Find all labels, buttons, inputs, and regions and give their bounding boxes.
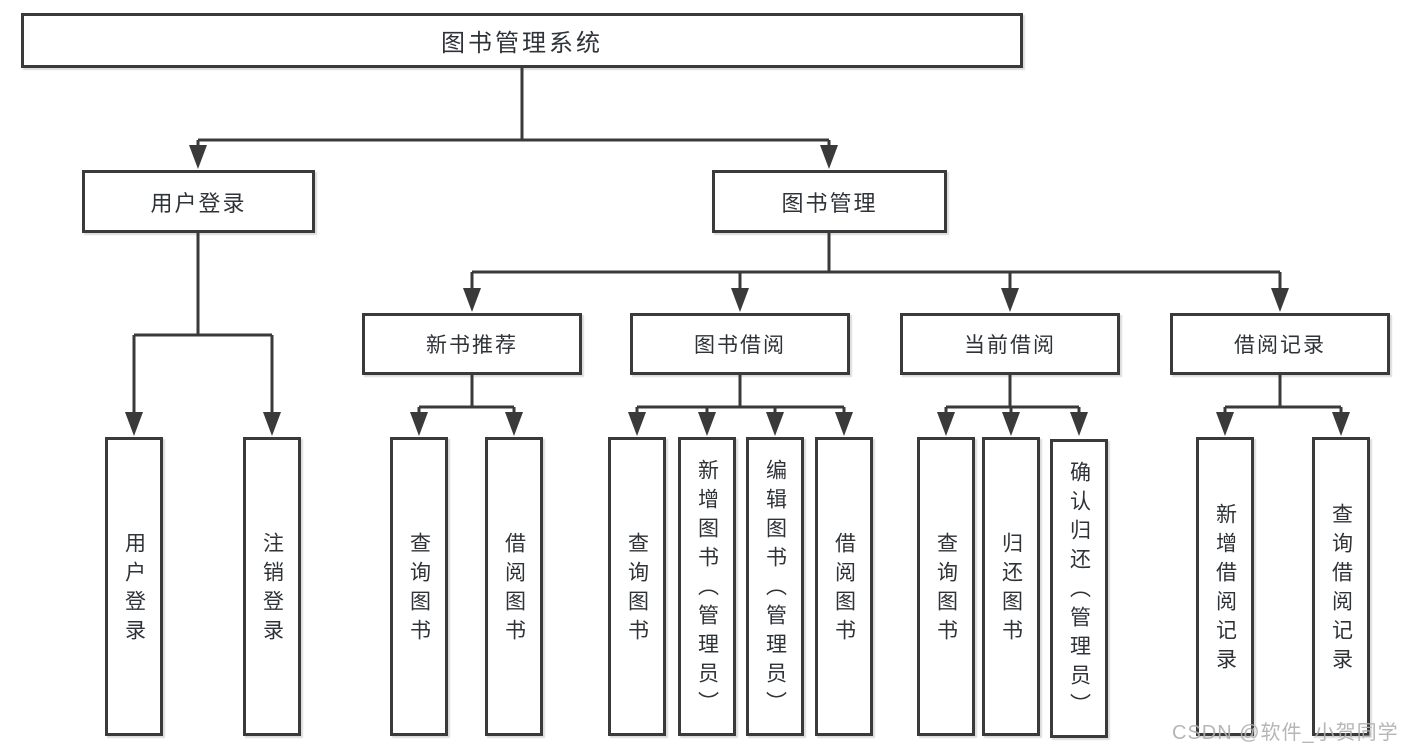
node-book-borrow: 图书借阅 <box>630 313 850 375</box>
edge-mgmt-to-level3 <box>470 233 1282 294</box>
edge-recommend-to-leaves <box>417 375 516 418</box>
node-current-borrow: 当前借阅 <box>900 313 1120 375</box>
leaf-confirm-return-admin: 确认归还（管理员） <box>1050 439 1108 738</box>
edge-login-to-leaves <box>132 233 274 418</box>
leaf-recommend-borrow-book: 借阅图书 <box>485 437 543 736</box>
leaf-return-book: 归还图书 <box>982 437 1040 736</box>
arrowheads <box>125 145 1350 436</box>
csdn-watermark: CSDN @软件_小贺同学 <box>1172 722 1399 744</box>
edge-borrow-to-leaves <box>635 375 846 418</box>
leaf-edit-book-admin: 编辑图书（管理员） <box>746 437 804 736</box>
leaf-query-borrow-record: 查询借阅记录 <box>1312 437 1370 736</box>
node-user-login: 用户登录 <box>82 170 315 233</box>
edge-records-to-leaves <box>1223 375 1343 418</box>
leaf-logout: 注销登录 <box>243 437 301 736</box>
edge-current-to-leaves <box>944 375 1081 418</box>
leaf-recommend-query-book: 查询图书 <box>390 437 448 736</box>
leaf-user-login: 用户登录 <box>105 437 163 736</box>
leaf-borrow-book: 借阅图书 <box>815 437 873 736</box>
node-new-book-recommend: 新书推荐 <box>362 313 582 375</box>
node-root-system: 图书管理系统 <box>21 13 1023 68</box>
node-book-management: 图书管理 <box>712 170 947 233</box>
node-borrow-records: 借阅记录 <box>1170 313 1390 375</box>
leaf-add-book-admin: 新增图书（管理员） <box>678 437 736 736</box>
edge-root-to-level2 <box>196 68 831 150</box>
leaf-current-query-book: 查询图书 <box>917 437 975 736</box>
leaf-add-borrow-record: 新增借阅记录 <box>1196 437 1254 736</box>
leaf-borrow-query-book: 查询图书 <box>608 437 666 736</box>
